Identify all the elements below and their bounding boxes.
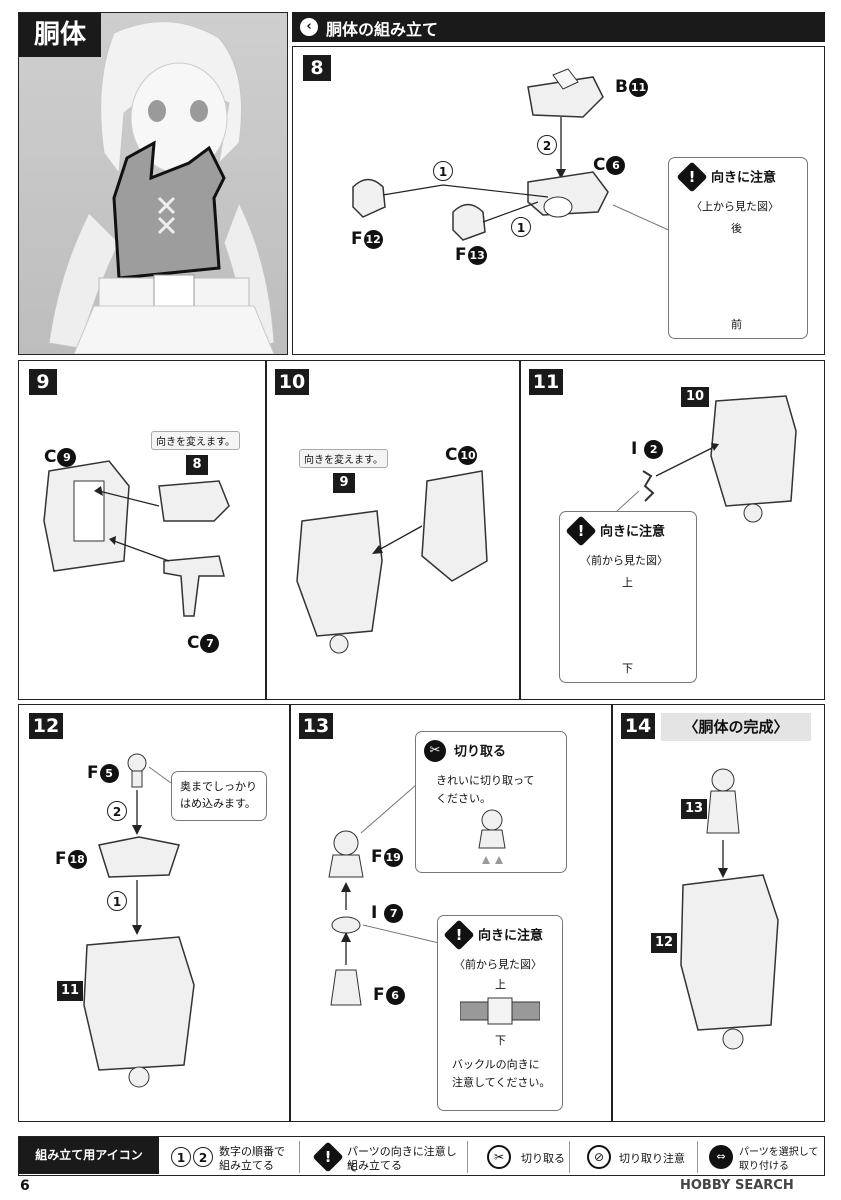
step-number: 8 bbox=[303, 55, 331, 81]
tip-bubble: 奥までしっかり はめ込みます。 bbox=[171, 771, 267, 821]
step-11-panel: 11 10 I 2 !向きに注意 〈前から見た図〉 上 下 bbox=[520, 360, 825, 700]
step-number: 13 bbox=[299, 713, 333, 739]
section-header: ‹ 胴体の組み立て bbox=[292, 12, 825, 42]
label-bottom: 下 bbox=[495, 1034, 506, 1047]
label-bottom: 下 bbox=[622, 662, 633, 675]
orientation-note: !向きに注意 〈前から見た図〉 上 下 bbox=[559, 511, 697, 683]
legend-bar: 組み立て用アイコン 1 2 数字の順番で 組み立てる ! パーツの向きに注意して… bbox=[18, 1136, 825, 1176]
order-circle: 2 bbox=[537, 135, 557, 155]
watermark: HOBBY SEARCH bbox=[680, 1178, 794, 1193]
warning-icon: ! bbox=[312, 1141, 344, 1173]
buckle-illustration bbox=[460, 997, 540, 1025]
orientation-tag: 向きを変えます。 bbox=[151, 431, 240, 450]
note-subtitle: 〈前から見た図〉 bbox=[580, 554, 668, 567]
order-circle: 2 bbox=[107, 801, 127, 821]
legend-item-order: 1 2 数字の順番で 組み立てる bbox=[167, 1141, 300, 1173]
step-14-panel: 14 〈胴体の完成〉 13 12 bbox=[612, 704, 825, 1122]
part-label-I7: I 7 bbox=[371, 903, 404, 923]
part-label-I2: I 2 bbox=[631, 439, 664, 459]
order-circle: 1 bbox=[171, 1147, 191, 1167]
section-label: 胴体 bbox=[19, 13, 101, 57]
step-number: 10 bbox=[275, 369, 309, 395]
label-top: 上 bbox=[622, 576, 633, 589]
step-number: 12 bbox=[29, 713, 63, 739]
label-front: 前 bbox=[731, 318, 742, 331]
cut-part-illustration bbox=[478, 809, 506, 864]
label-top: 上 bbox=[495, 978, 506, 991]
orientation-tag: 向きを変えます。 bbox=[299, 449, 388, 468]
legend-item-cut: ✂ 切り取る bbox=[477, 1141, 570, 1173]
step-ref: 8 bbox=[186, 455, 208, 475]
step-ref: 13 bbox=[681, 799, 707, 819]
chevron-icon: ‹ bbox=[300, 18, 318, 36]
warning-icon: ! bbox=[565, 515, 597, 547]
step-number: 14 bbox=[621, 713, 655, 739]
completion-title: 〈胴体の完成〉 bbox=[661, 713, 811, 741]
cut-note: ✂切り取る きれいに切り取って ください。 bbox=[415, 731, 567, 873]
order-circle: 1 bbox=[433, 161, 453, 181]
select-part-icon: ⇔ bbox=[709, 1145, 733, 1169]
orientation-note: !向きに注意 〈上から見た図〉 後 前 bbox=[668, 157, 808, 339]
step-ref: 10 bbox=[681, 387, 709, 407]
step-ref: 9 bbox=[333, 473, 355, 493]
step-number: 9 bbox=[29, 369, 57, 395]
step-ref: 12 bbox=[651, 933, 677, 953]
orientation-note: !向きに注意 〈前から見た図〉 上 下 バックルの向きに 注意してください。 bbox=[437, 915, 563, 1111]
character-photo bbox=[19, 13, 287, 355]
legend-item-orientation: ! パーツの向きに注意して 組み立てる bbox=[309, 1141, 468, 1174]
page-title: 胴体の組み立て bbox=[326, 20, 439, 39]
legend-item-no-cut: ⊘ 切り取り注意 bbox=[579, 1141, 698, 1173]
order-circle: 2 bbox=[193, 1147, 213, 1167]
step-10-illustration bbox=[296, 470, 488, 654]
legend-title: 組み立て用アイコン bbox=[19, 1137, 159, 1174]
order-circle: 1 bbox=[107, 891, 127, 911]
warning-icon: ! bbox=[443, 919, 475, 951]
page-number: 6 bbox=[20, 1178, 30, 1194]
step-13-illustration bbox=[328, 784, 440, 1006]
note-subtitle: 〈上から見た図〉 bbox=[691, 200, 779, 213]
cut-icon: ✂ bbox=[487, 1145, 511, 1169]
order-circle: 1 bbox=[511, 217, 531, 237]
step-ref: 11 bbox=[57, 981, 83, 1001]
step-14-illustration bbox=[680, 768, 779, 1050]
step-12-illustration bbox=[83, 753, 195, 1088]
warning-icon: ! bbox=[676, 161, 708, 193]
step-9-illustration bbox=[43, 460, 230, 617]
no-cut-icon: ⊘ bbox=[587, 1145, 611, 1169]
character-photo-panel: 胴体 bbox=[18, 12, 288, 355]
cut-icon: ✂ bbox=[424, 740, 446, 762]
label-back: 後 bbox=[731, 222, 742, 235]
legend-item-select: ⇔ パーツを選択して 取り付ける bbox=[707, 1141, 823, 1173]
note-subtitle: 〈前から見た図〉 bbox=[454, 958, 542, 971]
step-number: 11 bbox=[529, 369, 563, 395]
